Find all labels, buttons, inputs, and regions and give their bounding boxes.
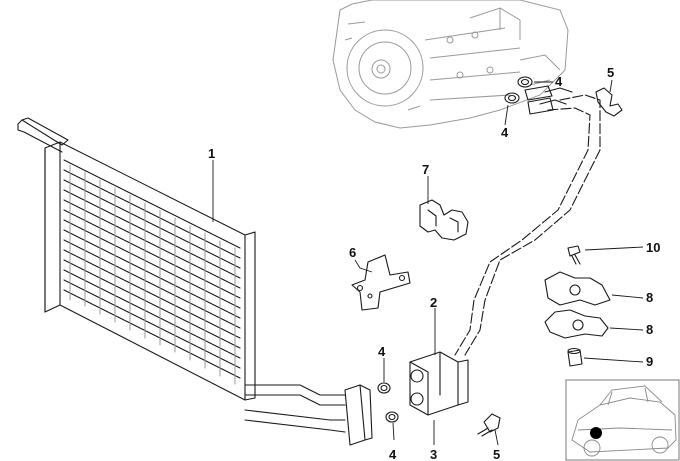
o-ring-upper-1 xyxy=(517,76,533,88)
callout-10: 10 xyxy=(646,240,660,255)
callout-4-lower: 4 xyxy=(378,344,386,359)
callout-3: 3 xyxy=(430,447,437,461)
callout-9: 9 xyxy=(646,354,653,369)
callout-4-top: 4 xyxy=(555,74,563,89)
clip-holder-part-7 xyxy=(419,199,469,241)
double-fitting-block xyxy=(409,351,469,416)
callout-1: 1 xyxy=(208,146,215,161)
callout-6: 6 xyxy=(349,245,356,260)
callout-8-lower: 8 xyxy=(646,322,653,337)
callout-5-bottom: 5 xyxy=(493,447,500,461)
leader-lines xyxy=(212,79,644,446)
bolt-part-10 xyxy=(567,245,581,265)
oil-cooler-radiator xyxy=(17,117,373,446)
bolt-part-5-top xyxy=(595,87,623,117)
callout-7: 7 xyxy=(422,162,429,177)
retainer-part-8-lower xyxy=(544,309,609,339)
location-marker xyxy=(590,427,602,439)
o-ring-lower-2 xyxy=(385,411,399,423)
callout-4-bottom: 4 xyxy=(389,447,397,461)
callout-4-mid: 4 xyxy=(501,125,509,140)
o-ring-upper-2 xyxy=(504,92,520,104)
retainer-part-8-upper xyxy=(544,271,611,306)
transmission-housing xyxy=(332,0,569,129)
bolt-part-5-bottom xyxy=(477,413,501,437)
o-ring-lower-1 xyxy=(377,382,391,394)
cap-part-9 xyxy=(567,347,583,367)
callout-5-top: 5 xyxy=(607,65,614,80)
oil-lines xyxy=(454,85,601,356)
vehicle-location-thumbnail xyxy=(565,379,680,461)
callout-8-upper: 8 xyxy=(646,290,653,305)
callout-2: 2 xyxy=(430,295,437,310)
bracket-part-6 xyxy=(351,254,411,311)
